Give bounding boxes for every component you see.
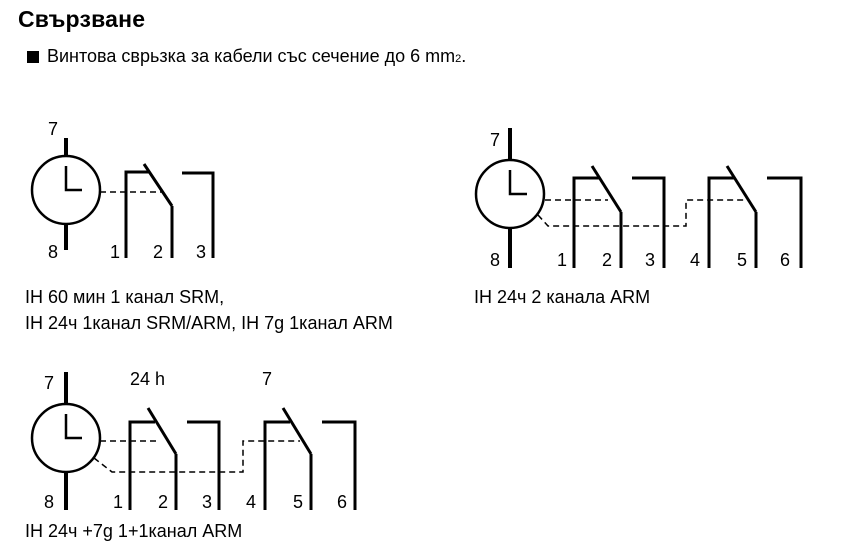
diagram-a-caption-line-1: IH 60 мин 1 канал SRM, <box>25 287 225 307</box>
diagram-b-terminal-3: 3 <box>645 250 655 270</box>
cable-spec-superscript: 2 <box>455 53 462 65</box>
diagram-c-terminal-4: 4 <box>246 492 256 512</box>
diagram-b-contact-2-nc <box>767 176 803 268</box>
diagram-c-caption-line-1: IH 24ч +7g 1+1канал ARM <box>25 521 243 541</box>
diagram-a-terminal-3: 3 <box>196 242 206 262</box>
diagram-a-clock-hands <box>64 166 82 192</box>
diagram-b-bottom-label: 8 <box>490 250 500 270</box>
diagram-c-channel-label-24h: 24 h <box>130 369 165 389</box>
diagram-a-bottom-label: 8 <box>48 242 58 262</box>
diagram-a: 7 8 1 2 3 <box>30 119 215 262</box>
diagram-b-terminal-6: 6 <box>780 250 790 270</box>
diagram-c-terminal-2: 2 <box>158 492 168 512</box>
diagram-b-contact-1-nc <box>632 176 666 268</box>
diagram-c: 7 24 h 7 8 1 2 3 4 5 6 <box>30 369 357 512</box>
cable-spec-line: Винтова сврьзка за кабели със сечение до… <box>27 46 466 67</box>
diagram-c-bottom-label: 8 <box>44 492 54 512</box>
diagram-c-contact-2-common <box>263 420 290 510</box>
diagram-b-contact-2-common <box>707 176 735 268</box>
section-heading: Свързване <box>18 6 146 32</box>
diagram-b-coupling-line-2 <box>537 199 745 227</box>
diagram-c-contact-1-switch <box>146 407 178 455</box>
diagram-b-contact-1-switch <box>590 165 623 213</box>
diagram-c-caption: IH 24ч +7g 1+1канал ARM <box>25 518 242 544</box>
diagram-b-terminal-1: 1 <box>557 250 567 270</box>
diagram-c-contact-2-switch <box>281 407 313 455</box>
diagram-a-contact-switch <box>142 163 174 207</box>
diagram-b-clock-hands <box>508 170 527 196</box>
diagram-b-contact-1-common <box>572 176 600 268</box>
diagram-c-contact-1-nc <box>187 420 221 510</box>
diagram-c-terminal-1: 1 <box>113 492 123 512</box>
diagram-b-terminal-4: 4 <box>690 250 700 270</box>
cable-spec-text: Винтова сврьзка за кабели със сечение до… <box>47 46 456 66</box>
diagram-b-contact-2-switch <box>725 165 758 213</box>
diagram-c-contact-1-common <box>128 420 155 510</box>
diagram-c-terminal-5: 5 <box>293 492 303 512</box>
diagram-c-terminal-6: 6 <box>337 492 347 512</box>
diagram-a-contact-common <box>124 170 150 258</box>
diagram-b-terminal-2: 2 <box>602 250 612 270</box>
diagram-b-top-label: 7 <box>490 130 500 150</box>
bullet-square-icon <box>27 51 39 63</box>
diagram-c-contact-2-nc <box>322 420 357 510</box>
diagram-a-caption: IH 60 мин 1 канал SRM, IH 24ч 1канал SRM… <box>25 284 393 336</box>
diagram-c-clock-hands <box>64 414 82 440</box>
diagram-c-channel-label-7: 7 <box>262 369 272 389</box>
diagram-a-caption-line-2: IH 24ч 1канал SRM/ARM, IH 7g 1канал ARM <box>25 313 393 333</box>
diagram-b-caption-line-1: IH 24ч 2 канала ARM <box>474 287 651 307</box>
diagram-c-top-label: 7 <box>44 373 54 393</box>
diagram-a-terminal-2: 2 <box>153 242 163 262</box>
diagram-a-contact-nc <box>182 171 215 258</box>
diagram-b-terminal-5: 5 <box>737 250 747 270</box>
diagram-a-terminal-1: 1 <box>110 242 120 262</box>
diagram-c-coupling-line-2 <box>93 440 300 473</box>
diagram-b-caption: IH 24ч 2 канала ARM <box>474 284 650 310</box>
diagram-a-top-label: 7 <box>48 119 58 139</box>
cable-spec-suffix: . <box>461 46 467 66</box>
diagram-b: 7 8 1 2 3 4 5 6 <box>474 128 803 270</box>
diagram-c-terminal-3: 3 <box>202 492 212 512</box>
